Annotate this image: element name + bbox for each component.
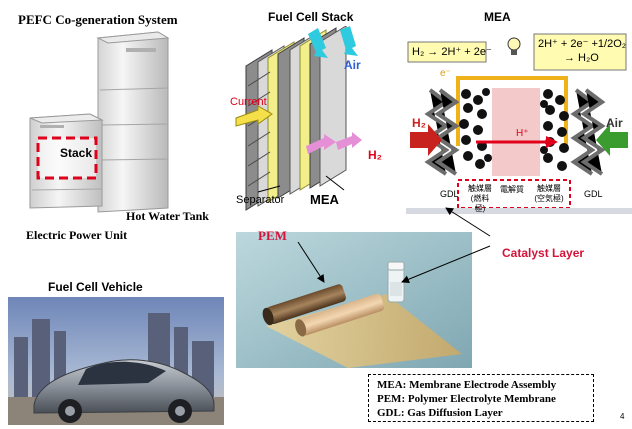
title-fuel-cell-vehicle: Fuel Cell Vehicle bbox=[48, 280, 143, 294]
membrane-sheet bbox=[266, 294, 462, 368]
title-mea: MEA bbox=[484, 10, 511, 24]
cathode-reaction-box bbox=[533, 33, 627, 71]
legend-pem: PEM: Polymer Electrolyte Membrane bbox=[377, 393, 556, 405]
legend-gdl: GDL: Gas Diffusion Layer bbox=[377, 407, 503, 419]
legend-mea: MEA: Membrane Electrode Assembly bbox=[377, 379, 557, 391]
catalyst-layer-label: Catalyst Layer bbox=[502, 246, 585, 260]
electric-power-unit-label: Electric Power Unit bbox=[26, 228, 128, 242]
pem-label: PEM bbox=[258, 228, 287, 243]
mea-pointer bbox=[325, 175, 345, 191]
h2-arrow-2 bbox=[336, 132, 362, 150]
stack-highlight-box bbox=[36, 136, 98, 180]
light-roll bbox=[295, 293, 385, 337]
current-arrow bbox=[235, 105, 273, 127]
pem-photo bbox=[236, 232, 472, 368]
cathode-reaction-line2: → H₂O bbox=[564, 52, 599, 64]
jp-electrolyte: 電解質 bbox=[500, 185, 524, 194]
mea-h2-label: H₂ bbox=[412, 116, 426, 130]
stack-h2-label: H₂ bbox=[368, 148, 382, 162]
stack-separator-label: Separator bbox=[236, 194, 285, 206]
air-arrow-2 bbox=[340, 26, 358, 56]
stack-mea-label: MEA bbox=[310, 192, 339, 207]
car bbox=[33, 359, 215, 423]
air-gas-arrow bbox=[596, 124, 628, 156]
hot-water-tank bbox=[96, 31, 170, 213]
fuel-cell-stack-diagram bbox=[235, 26, 362, 211]
hot-water-tank-label: Hot Water Tank bbox=[126, 209, 209, 223]
pefc-units-illustration bbox=[29, 31, 170, 213]
stack-label: Stack bbox=[60, 146, 93, 160]
gdl-right-label: GDL bbox=[584, 189, 603, 199]
title-pefc: PEFC Co-generation System bbox=[18, 12, 178, 27]
air-arrow-1 bbox=[308, 28, 328, 58]
jp-cathode-catalyst: 触媒層 (空気極) bbox=[534, 184, 564, 203]
bulb-base bbox=[511, 50, 517, 55]
catalyst-vial bbox=[387, 261, 405, 303]
page-number: 4 bbox=[620, 412, 625, 421]
light-bulb-icon bbox=[507, 37, 521, 51]
mea-air-label: Air bbox=[606, 116, 623, 130]
electrolyte-membrane bbox=[492, 88, 540, 176]
abbreviation-legend: MEA: Membrane Electrode Assembly PEM: Po… bbox=[368, 374, 594, 422]
anode-reaction-text: H₂ → 2H⁺ + 2e⁻ bbox=[412, 46, 492, 58]
separator-pointer bbox=[257, 185, 281, 193]
gdl-left-label: GDL bbox=[440, 189, 459, 199]
title-fuel-cell-stack: Fuel Cell Stack bbox=[268, 10, 354, 24]
h2-arrow-1 bbox=[306, 134, 336, 154]
anode-gdl-fibers bbox=[424, 88, 606, 176]
stack-plates bbox=[245, 26, 347, 211]
mea-diagram bbox=[406, 33, 632, 214]
dark-roll bbox=[262, 284, 346, 326]
anode-reaction-box bbox=[407, 41, 487, 63]
mea-bottom-edge bbox=[406, 208, 632, 214]
car-windows bbox=[78, 361, 166, 385]
h2-gas-arrow bbox=[410, 124, 442, 156]
proton-arrow-head bbox=[546, 136, 558, 148]
jp-anode-catalyst: 触媒層 (燃料極) bbox=[468, 184, 492, 213]
stack-air-label: Air bbox=[344, 58, 361, 72]
electron-label: e⁻ bbox=[440, 68, 451, 79]
fuel-cell-vehicle-photo bbox=[8, 297, 224, 425]
proton-label: H⁺ bbox=[516, 128, 529, 139]
stack-current-label: Current bbox=[230, 96, 267, 108]
cathode-reaction-line1: 2H⁺ + 2e⁻ +1/2O₂ bbox=[538, 38, 627, 50]
